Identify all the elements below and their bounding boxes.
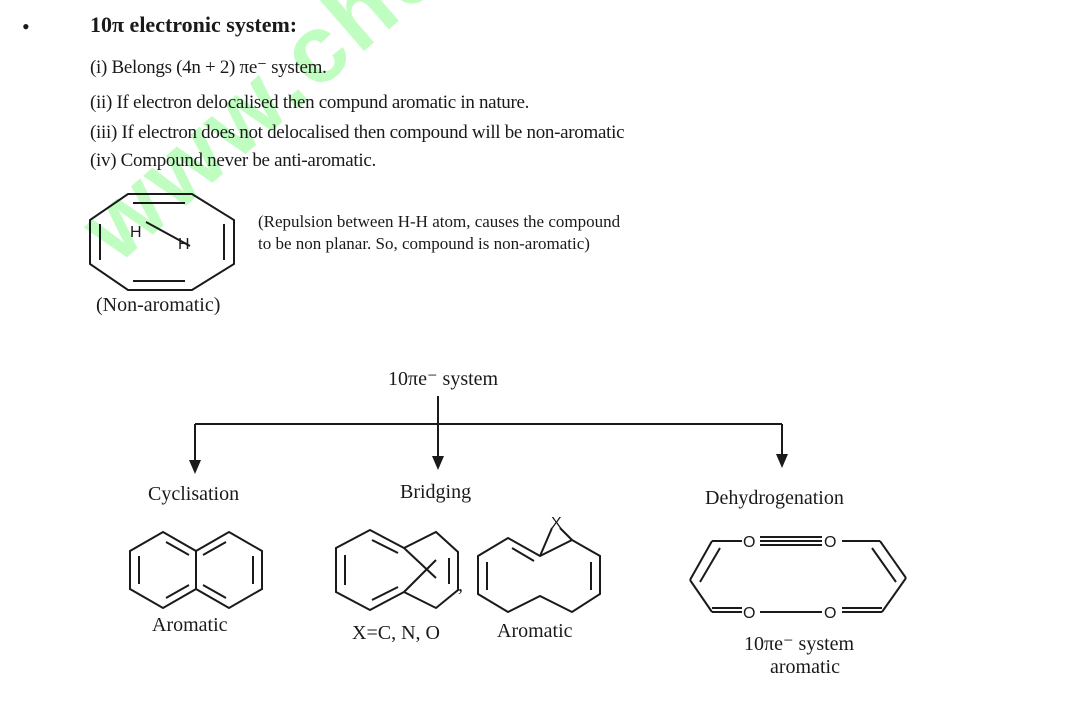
arrow-cyclisation [189,460,201,474]
oxygen-atom-2: O [824,534,836,551]
point-4: (iv) Compound never be anti-aromatic. [90,150,376,171]
point-2: (ii) If electron delocalised then compun… [90,92,530,113]
note-line-1: (Repulsion between H-H atom, causes the … [258,212,621,231]
branch-cyclisation-label: Cyclisation [148,483,240,505]
h-atom-1: H [130,224,142,241]
dehydro-caption-1: 10πe⁻ system [744,633,855,655]
note-line-2: to be non planar. So, compound is non-ar… [258,234,590,253]
naphthalene-structure [129,530,263,610]
cyclisation-caption: Aromatic [152,614,228,636]
tree-connectors [189,396,788,474]
cyclodecapentaene-structure: H H [89,193,235,291]
point-1: (i) Belongs (4n + 2) πe⁻ system. [90,57,327,78]
h-atom-2: H [178,236,190,253]
bullet: • [22,14,30,39]
oxygen-atom-4: O [824,605,836,622]
oxygen-atom-1: O [743,534,755,551]
arrow-dehydrogenation [776,454,788,468]
bridged-annulene-x-structure: X [477,515,601,614]
oxygen-atom-3: O [743,605,755,622]
bridged-annulene-structure [335,528,459,612]
bridging-caption-aromatic: Aromatic [497,620,573,642]
bridging-separator: , [458,574,463,596]
section-heading: 10π electronic system: [90,12,298,37]
dehydro-caption-2: aromatic [770,656,840,678]
arrow-bridging [432,456,444,470]
branch-dehydrogenation-label: Dehydrogenation [705,487,844,509]
tree-root-label: 10πe⁻ system [388,368,499,390]
dehydro-annulene-structure: O O O O [689,534,907,622]
bridging-caption-atoms: X=C, N, O [352,622,440,644]
branch-bridging-label: Bridging [400,481,472,503]
non-aromatic-caption: (Non-aromatic) [96,294,221,316]
point-3: (iii) If electron does not delocalised t… [90,122,625,143]
bridge-atom-x: X [551,515,562,532]
